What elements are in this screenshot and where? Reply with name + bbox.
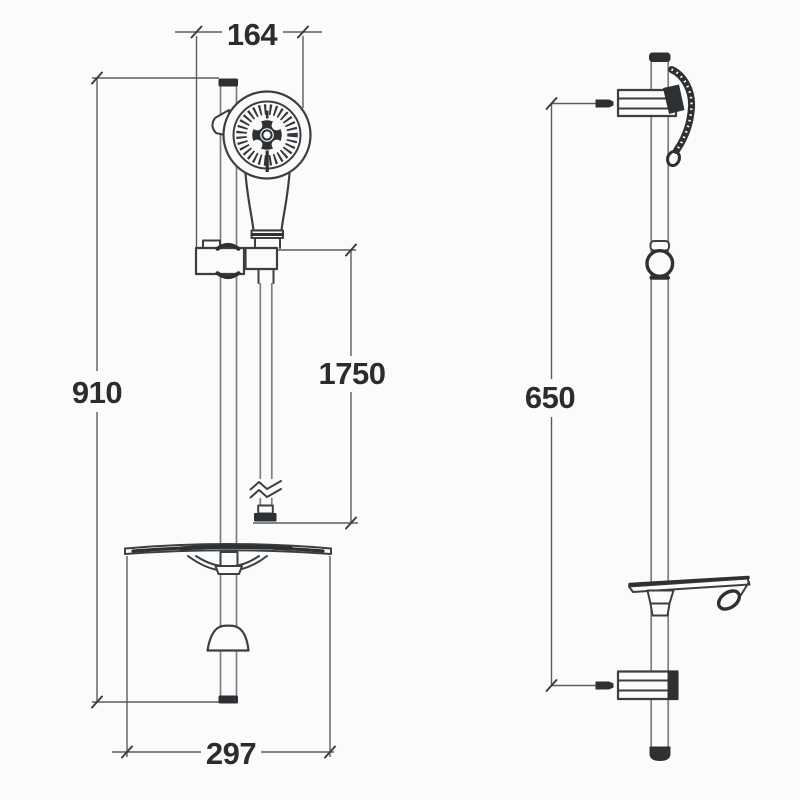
dimension-tick xyxy=(190,25,203,39)
dimension-tick xyxy=(91,71,103,85)
hook-ring xyxy=(716,589,742,611)
slider-bracket-front xyxy=(194,239,279,284)
bracket-rail-bump-bottom xyxy=(215,271,241,280)
clover-bottom-stem xyxy=(265,150,269,172)
bracket-rail-bump-top xyxy=(215,242,241,251)
handset-holder-cup xyxy=(244,246,279,271)
dimension-rail-height: 910 xyxy=(72,71,237,709)
center-nozzle xyxy=(261,129,273,141)
dimension-tick xyxy=(345,516,357,530)
shelf-bar-top-edge xyxy=(628,575,750,587)
hose-break-symbol xyxy=(249,480,282,491)
rail-top-cap xyxy=(218,78,238,87)
slider-knob-side xyxy=(645,240,675,280)
slide-rail-front xyxy=(218,78,238,704)
hose-break-symbol xyxy=(249,488,282,499)
handshower-nozzle-dots xyxy=(670,68,693,152)
shelf-rail-joint xyxy=(219,551,239,567)
dimension-label-hose-length: 1750 xyxy=(319,356,386,391)
dimension-shelf-width: 297 xyxy=(112,556,336,771)
hose-connector xyxy=(257,504,274,515)
shelf-front xyxy=(124,543,332,575)
shower-hose-front xyxy=(249,283,282,522)
dimension-label-rail-height: 910 xyxy=(72,375,122,410)
front-view: 164 910 1750 xyxy=(72,17,386,771)
glide-stop-dome xyxy=(206,624,250,652)
dimension-label-bracket-spacing: 650 xyxy=(525,380,575,415)
dimension-top-width: 164 xyxy=(175,17,322,247)
shelf-collar xyxy=(214,565,243,575)
hand-shower-front xyxy=(211,90,312,249)
shelf-edge-band-dark xyxy=(178,544,294,551)
dimension-tick xyxy=(545,97,558,110)
bracket-end-cap xyxy=(667,670,678,700)
top-wall-bracket-side xyxy=(595,84,685,118)
clover-top-tick xyxy=(265,110,269,119)
rail-bottom-cap xyxy=(649,746,671,761)
handset-mount-wedge xyxy=(663,84,685,114)
dimension-hose-length: 1750 xyxy=(253,243,386,530)
hand-shower-side xyxy=(666,66,696,168)
dimension-tick xyxy=(91,695,103,709)
clover-notch xyxy=(252,120,263,131)
spray-nozzle-ring xyxy=(236,104,298,166)
dimension-tick xyxy=(545,679,558,692)
hang-loop xyxy=(666,149,681,168)
top-mounting-screw xyxy=(595,99,614,108)
dimension-tick xyxy=(297,25,309,39)
rail-bottom-cap xyxy=(218,695,238,704)
clover-notch xyxy=(252,139,263,150)
knob-wheel xyxy=(645,248,675,278)
rail-top-cap xyxy=(649,52,671,62)
dimension-label-top-width: 164 xyxy=(227,17,278,52)
dimension-tick xyxy=(324,745,336,759)
side-view: 650 xyxy=(525,52,751,761)
clover-notch xyxy=(271,120,282,131)
shelf-side xyxy=(628,575,751,611)
slide-rail-side xyxy=(649,52,671,761)
spray-center-clover xyxy=(252,110,282,172)
dimension-label-shelf-width: 297 xyxy=(206,736,256,771)
dimension-tick xyxy=(121,745,133,759)
dimension-bracket-spacing: 650 xyxy=(525,97,596,692)
hose-nut xyxy=(254,513,277,522)
bottom-mounting-screw xyxy=(595,681,614,690)
bracket-body xyxy=(194,246,246,276)
hook-stem xyxy=(740,581,750,596)
clover-notch xyxy=(271,139,282,150)
rail-collar-side xyxy=(646,589,675,617)
dimension-tick xyxy=(345,243,357,257)
bottom-wall-bracket-side xyxy=(595,670,679,701)
